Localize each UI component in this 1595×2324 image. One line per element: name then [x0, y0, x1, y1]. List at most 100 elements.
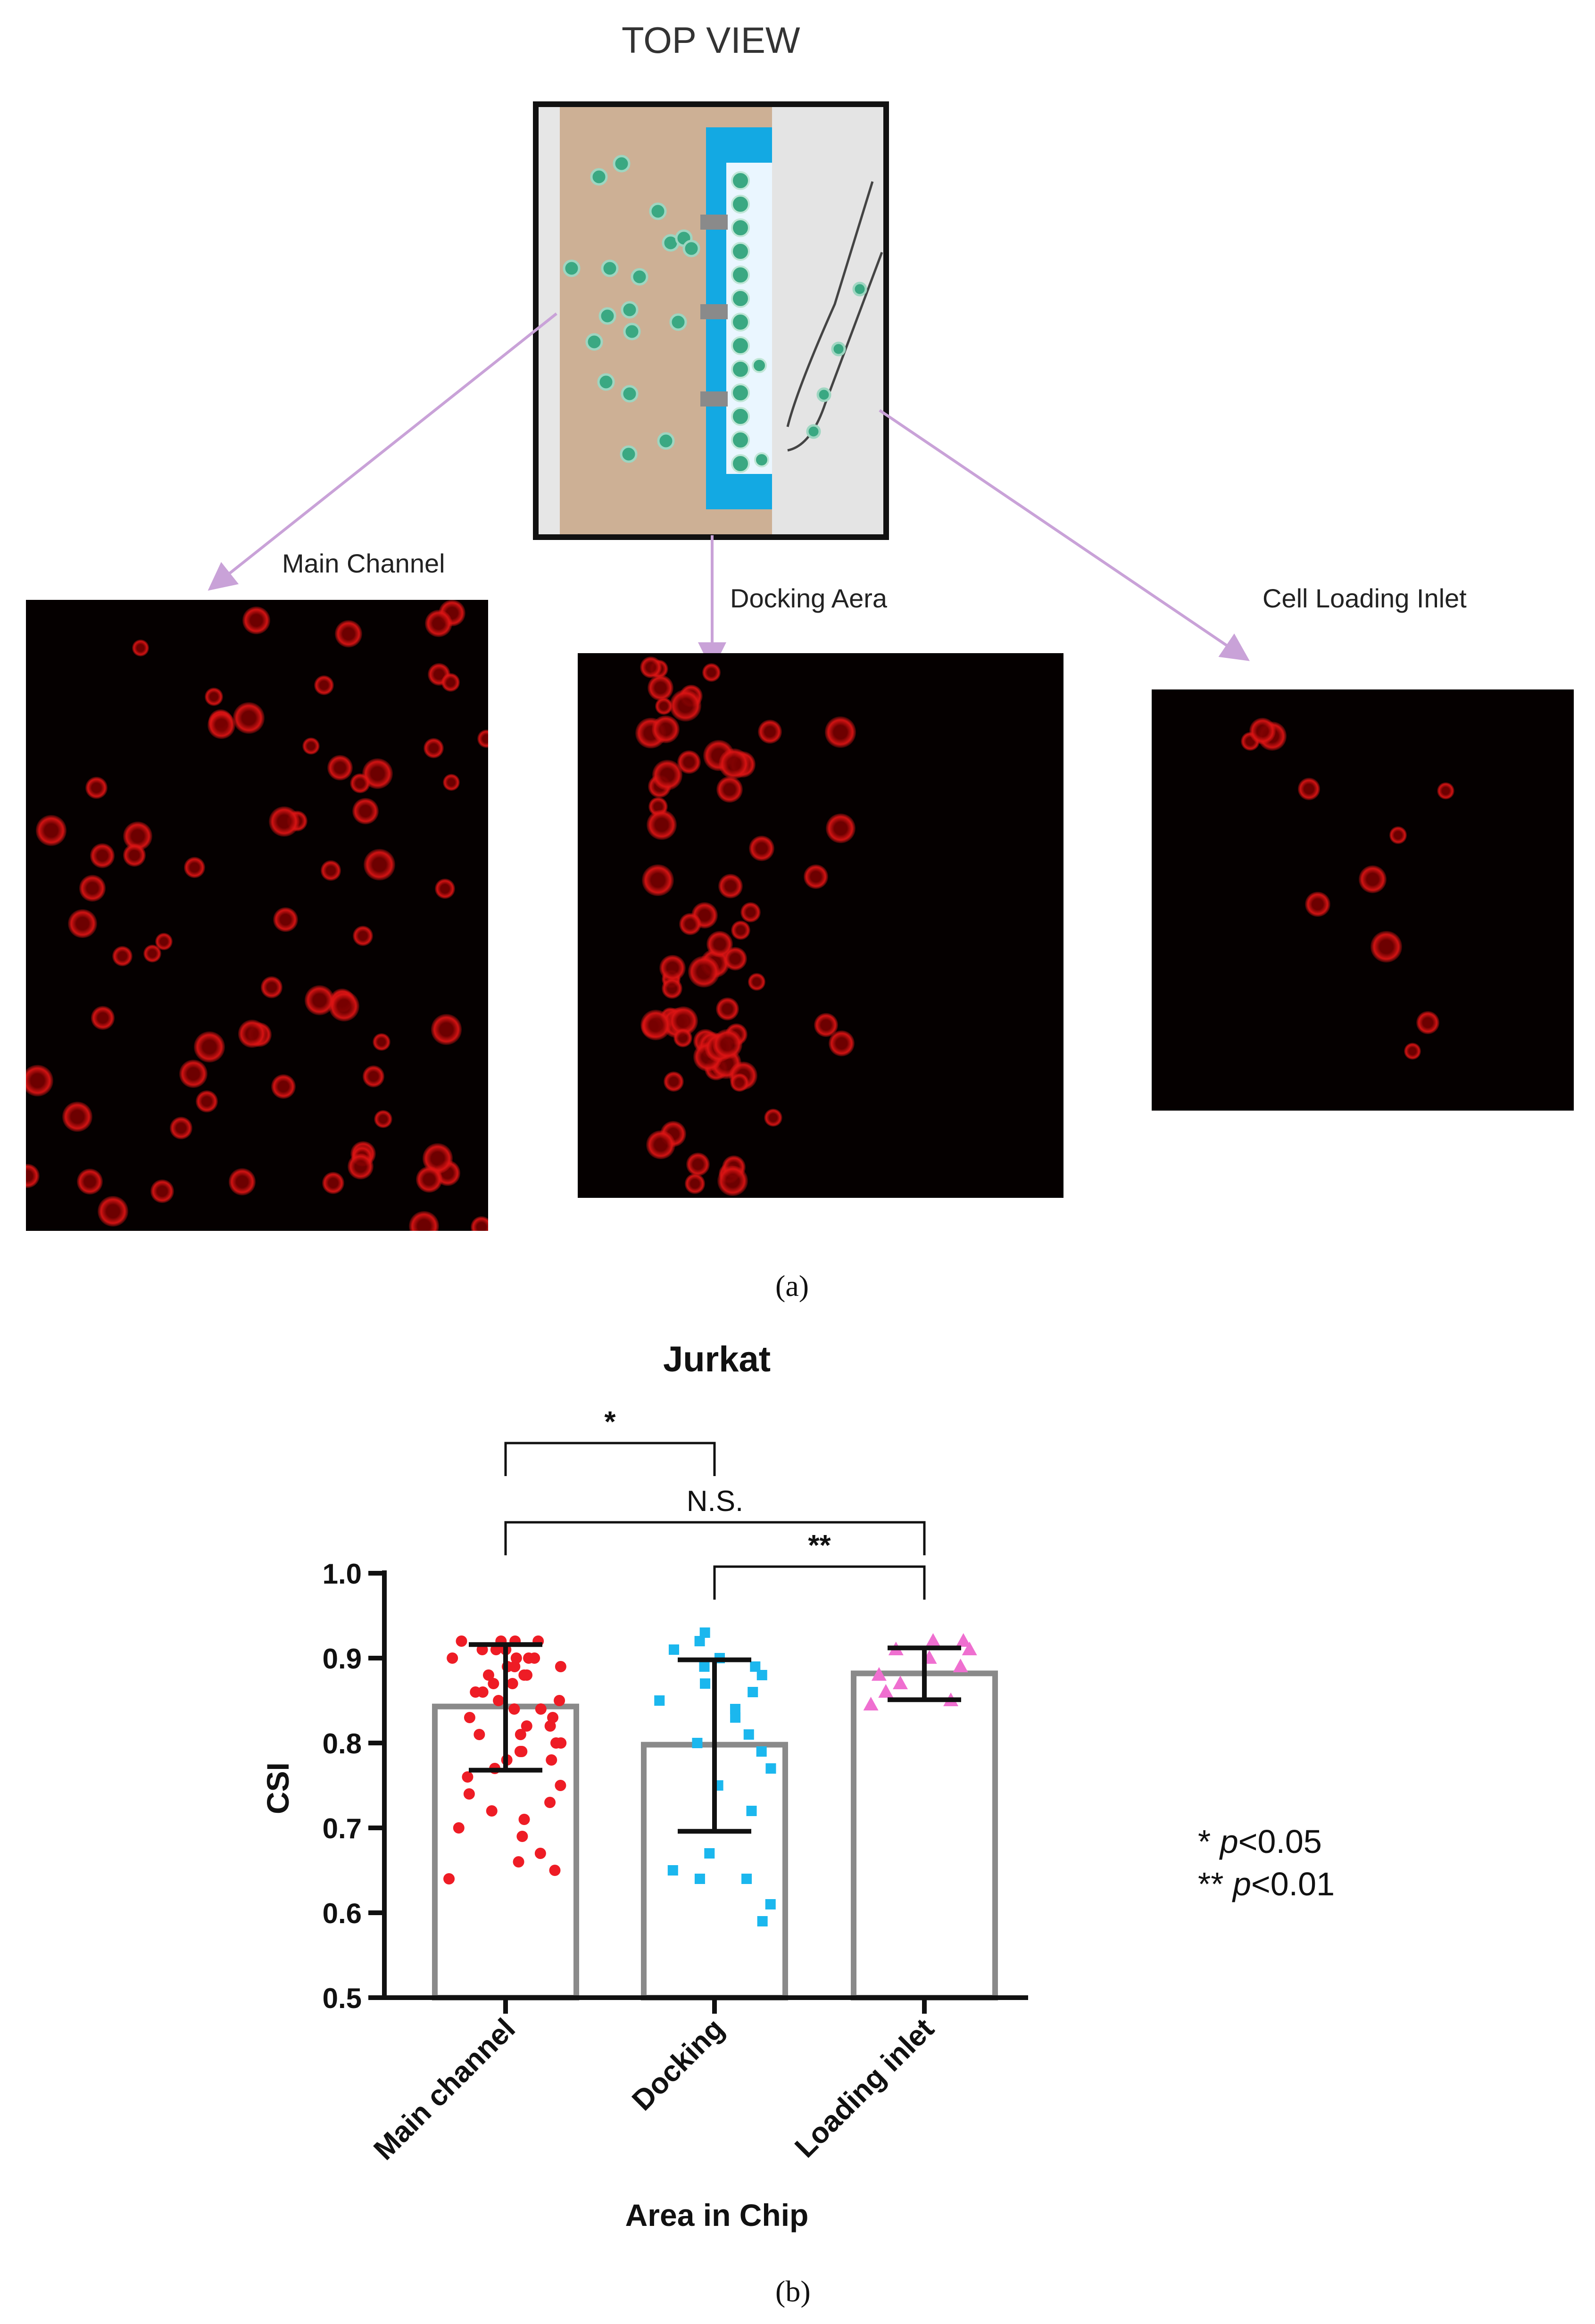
fluorescent-cell [659, 954, 686, 981]
fluorescent-cell [62, 1102, 92, 1132]
fluorescent-cell [647, 810, 677, 840]
point-main-channel [521, 1669, 533, 1681]
fluorescent-cell [731, 920, 750, 940]
significance-label: N.S. [687, 1485, 744, 1518]
fluorescent-cell [825, 813, 856, 844]
fluorescent-cell [803, 864, 828, 889]
fluorescent-cell [322, 1172, 344, 1195]
fluorescent-cell [327, 755, 353, 781]
fluorescent-cell [242, 606, 270, 635]
point-main-channel [443, 1873, 455, 1884]
point-main-channel [549, 1865, 561, 1876]
fluorescent-cell [702, 663, 721, 682]
fluorescent-cell [155, 933, 173, 951]
point-main-channel [521, 1720, 532, 1732]
micrograph-docking-area [578, 653, 1063, 1198]
fluorescent-cell [717, 1165, 748, 1196]
y-tick-label: 0.9 [323, 1643, 362, 1675]
fluorescent-cell [652, 759, 683, 790]
fluorescent-cell [238, 1020, 266, 1048]
fluorescent-cell [1249, 717, 1276, 745]
point-main-channel [555, 1661, 566, 1672]
top-view-title: TOP VIEW [622, 19, 800, 61]
point-docking [667, 1865, 678, 1876]
fluorescent-cell [688, 956, 720, 988]
fluorescent-cell [441, 673, 460, 692]
point-main-channel [516, 1831, 528, 1842]
fluorescent-cell [647, 674, 673, 701]
fluorescent-cell [423, 738, 444, 759]
fluorescent-cell [26, 1065, 54, 1096]
fluorescent-cell [1416, 1011, 1439, 1034]
panel-b-caption: (b) [775, 2274, 811, 2308]
point-docking [741, 1874, 752, 1884]
point-docking [730, 1704, 740, 1714]
fluorescent-cell [269, 806, 299, 837]
y-tick-label: 0.5 [323, 1983, 362, 2014]
point-loading-inlet [878, 1684, 894, 1698]
fluorescent-cell [193, 1031, 225, 1062]
fluorescent-cell [1389, 826, 1407, 844]
significance-bracket [713, 1565, 926, 1600]
point-main-channel [507, 1678, 518, 1689]
fluorescent-cell [85, 776, 108, 799]
fluorescent-cell [228, 1168, 256, 1196]
panel-a-caption: (a) [775, 1269, 809, 1303]
point-loading-inlet [925, 1633, 941, 1647]
point-main-channel [510, 1652, 522, 1664]
point-main-channel [447, 1652, 458, 1664]
point-main-channel [554, 1695, 565, 1706]
point-main-channel [462, 1771, 474, 1783]
point-loading-inlet [953, 1659, 968, 1672]
point-docking [692, 1738, 703, 1748]
point-main-channel [463, 1788, 475, 1800]
fluorescent-cell [730, 1073, 749, 1092]
fluorescent-cell [353, 926, 374, 946]
fluorescent-cell [179, 1059, 208, 1088]
fluorescent-cell [716, 776, 743, 803]
label-docking-area: Docking Aera [730, 583, 888, 613]
fluorescent-cell [364, 849, 395, 880]
fluorescent-cell [409, 1211, 440, 1231]
x-tick-label: Docking [626, 2012, 731, 2117]
fluorescent-cell [1404, 1042, 1421, 1060]
legend-2-suffix: <0.01 [1251, 1866, 1335, 1902]
micrograph-main-channel [26, 600, 488, 1231]
point-main-channel [477, 1686, 489, 1698]
fluorescent-cell [90, 843, 115, 868]
fluorescent-cell [205, 688, 223, 706]
point-docking [750, 1661, 761, 1672]
fluorescent-cell [669, 689, 701, 722]
fluorescent-cell [26, 1163, 40, 1188]
y-tick-label: 0.6 [323, 1898, 362, 1929]
fluorescent-cell [123, 844, 146, 867]
y-tick-label: 1.0 [323, 1558, 362, 1590]
point-main-channel [486, 1805, 498, 1817]
fluorescent-cell [431, 1014, 462, 1045]
point-main-channel [464, 1712, 475, 1723]
pointer-arrows [208, 312, 1250, 671]
fluorescent-cell [183, 856, 205, 878]
fluorescent-cell [207, 711, 235, 739]
fluorescent-cell [373, 1033, 390, 1051]
point-docking [700, 1678, 711, 1689]
point-main-channel [555, 1780, 566, 1791]
fluorescent-cell [415, 1166, 442, 1193]
fluorescent-cell [825, 716, 856, 748]
fluorescent-cell [314, 675, 334, 696]
point-docking [730, 1712, 741, 1723]
label-main-channel: Main Channel [282, 548, 445, 578]
point-main-channel [482, 1669, 494, 1681]
point-docking [756, 1670, 767, 1680]
legend-1-suffix: <0.05 [1238, 1823, 1322, 1860]
y-axis-label: CSI [260, 1762, 295, 1814]
fluorescent-cell [640, 1010, 671, 1041]
fluorescent-cell [334, 620, 363, 648]
fluorescent-cell [646, 1130, 675, 1160]
fluorescent-cell [740, 902, 761, 922]
point-main-channel [493, 1695, 505, 1706]
point-main-channel [474, 1729, 485, 1740]
fluorescent-cell [1358, 865, 1387, 894]
fluorescent-cell [718, 874, 743, 899]
micrograph-loading-inlet [1152, 689, 1574, 1111]
